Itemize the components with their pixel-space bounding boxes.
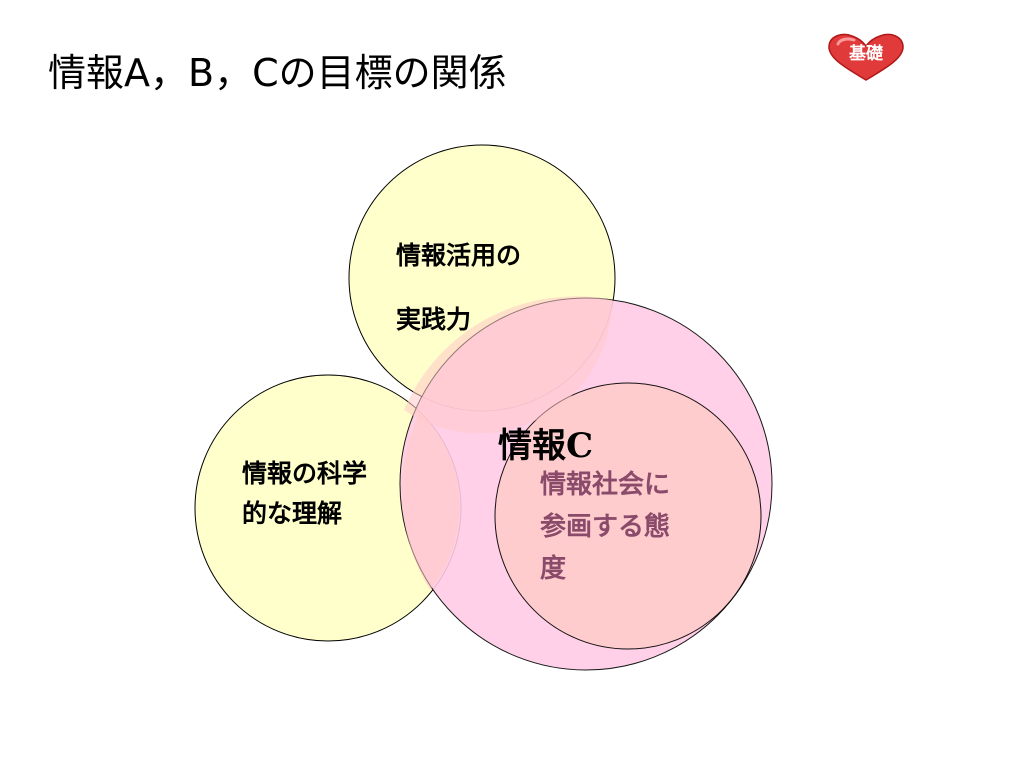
overlap-practical — [404, 296, 613, 434]
slide-title: 情報A，B，Cの目標の関係 — [48, 51, 507, 95]
label-practical: 情報活用の 実践力 — [396, 241, 522, 334]
label-scientific: 情報の科学 的な理解 — [242, 459, 368, 528]
kiso-badge: 基礎 — [826, 32, 906, 82]
label-attitude: 情報社会に 参画する態 度 — [540, 470, 671, 584]
badge-label: 基礎 — [849, 44, 883, 64]
overlap-scientific — [401, 412, 460, 590]
circle-attitude — [494, 382, 762, 650]
label-joho-c: 情報C — [498, 426, 594, 466]
heart-icon — [828, 33, 904, 81]
